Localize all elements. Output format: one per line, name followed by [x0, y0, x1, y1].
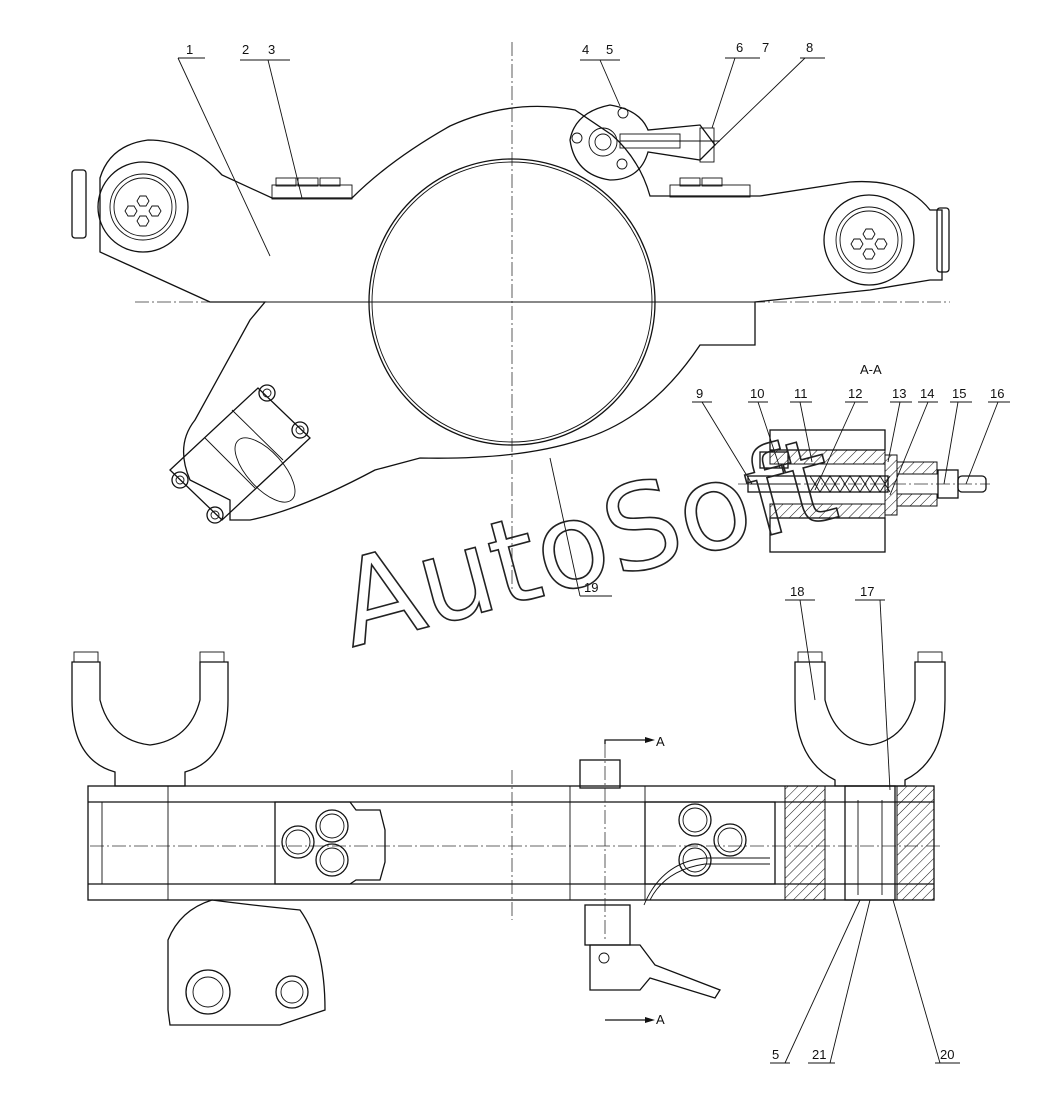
callout-2: 2	[242, 42, 249, 57]
watermark: AutoSoft	[323, 409, 850, 675]
callout-3: 3	[268, 42, 275, 57]
callout-4: 4	[582, 42, 589, 57]
beam-body-outline	[99, 105, 943, 521]
top-view	[71, 42, 950, 590]
bottom-view: A A	[71, 651, 946, 1027]
callout-16: 16	[990, 386, 1004, 401]
center-bore-outer	[368, 158, 656, 446]
clamp-block	[169, 384, 311, 524]
section-title: A-A	[860, 362, 882, 377]
callout-9: 9	[696, 386, 703, 401]
left-end-cap-outer	[97, 161, 189, 253]
section-aa: A-A	[738, 362, 990, 553]
callout-11: 11	[794, 386, 808, 401]
left-yoke	[71, 661, 229, 787]
callout-5-bottom: 5	[772, 1047, 779, 1062]
callout-14: 14	[920, 386, 934, 401]
center-bore-inner	[371, 161, 653, 443]
callout-18: 18	[790, 584, 804, 599]
callout-20: 20	[940, 1047, 954, 1062]
section-marker-bottom: A	[656, 1012, 665, 1027]
callout-7: 7	[762, 40, 769, 55]
leader-lines	[177, 57, 1010, 1064]
callout-labels: 1 2 3 4 5 6 7 8 9 10 11 12 13 14 15 16 1…	[186, 40, 1004, 1062]
section-marker-top: A	[656, 734, 665, 749]
callout-17: 17	[860, 584, 874, 599]
callout-10: 10	[750, 386, 764, 401]
watermark-text: AutoSoft	[324, 410, 849, 674]
callout-5: 5	[606, 42, 613, 57]
callout-1: 1	[186, 42, 193, 57]
lever-assembly	[569, 104, 720, 181]
right-end-cap-outer	[823, 194, 915, 286]
callout-6: 6	[736, 40, 743, 55]
callout-21: 21	[812, 1047, 826, 1062]
callout-15: 15	[952, 386, 966, 401]
callout-12: 12	[848, 386, 862, 401]
callout-19: 19	[584, 580, 598, 595]
callout-13: 13	[892, 386, 906, 401]
right-yoke	[794, 661, 946, 787]
callout-8: 8	[806, 40, 813, 55]
